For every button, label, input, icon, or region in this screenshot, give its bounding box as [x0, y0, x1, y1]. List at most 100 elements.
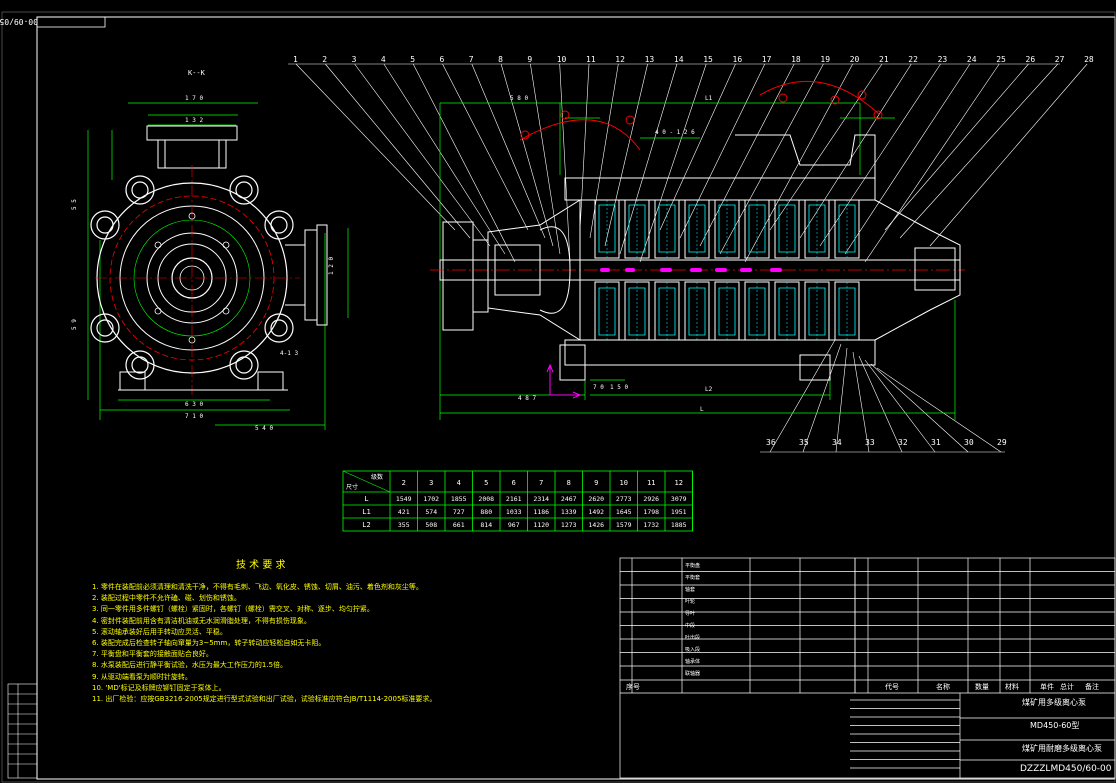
- part-number-bottom: 33: [865, 438, 875, 447]
- table-cell: 880: [480, 508, 492, 516]
- table-cell: 727: [453, 508, 465, 516]
- part-number-top: 11: [586, 55, 596, 64]
- tech-req-item: 6. 装配完成后检查转子轴向窜量为3~5mm，转子转动应轻松自如无卡阻。: [92, 639, 326, 647]
- svg-text:1 7 0: 1 7 0: [185, 95, 203, 102]
- svg-text:1 5 0: 1 5 0: [610, 384, 628, 391]
- part-number-top: 23: [938, 55, 948, 64]
- dim-l2: L2: [705, 386, 713, 393]
- table-cell: 1579: [616, 521, 632, 529]
- part-number-top: 19: [820, 55, 830, 64]
- table-cell: 1273: [561, 521, 577, 529]
- part-number-top: 27: [1055, 55, 1065, 64]
- table-corner-bottom: 尺寸: [346, 483, 358, 491]
- table-cell: 1033: [506, 508, 522, 516]
- bom-item: 导叶: [685, 610, 695, 617]
- part-number-top: 26: [1026, 55, 1036, 64]
- svg-text:5 8 0: 5 8 0: [510, 95, 528, 102]
- table-cell: 1951: [671, 508, 687, 516]
- title-block-header: 备注: [1085, 682, 1099, 691]
- svg-text:1 2 0: 1 2 0: [328, 257, 335, 275]
- table-corner-top: 级数: [371, 473, 383, 481]
- bom-item: 平衡盘: [685, 562, 700, 569]
- table-stage: 2: [402, 479, 406, 487]
- tech-req-item: 7. 平衡盘和平衡套的接触面贴合良好。: [92, 650, 213, 659]
- bom-item: 中段: [685, 622, 695, 629]
- svg-text:4 0 - 1 2 6: 4 0 - 1 2 6: [655, 129, 695, 136]
- section-label: K--K: [188, 69, 206, 77]
- part-number-top: 8: [498, 55, 503, 64]
- part-number-top: 22: [908, 55, 918, 64]
- tech-req-title: 技 术 要 求: [236, 560, 286, 571]
- title-block-header: 代号: [885, 682, 899, 691]
- title-block: 序号代号名称数量材料单件总计备注平衡盘平衡套轴套叶轮导叶中段吐出段吸入段轴承体联…: [619, 557, 1116, 779]
- table-row-name: L1: [362, 508, 370, 516]
- part-number-top: 20: [850, 55, 860, 64]
- title-block-header: 数量: [975, 682, 989, 691]
- table-cell: 1732: [643, 521, 659, 529]
- svg-text:5 5: 5 5: [71, 199, 78, 210]
- part-number-top: 28: [1084, 55, 1094, 64]
- tech-req-item: 10. 'MD'标记及标牌应铆钉固定于泵体上。: [92, 683, 226, 692]
- tb-name: 煤矿用耐磨多级离心泵: [1022, 744, 1102, 753]
- part-number-bottom: 36: [766, 438, 776, 447]
- table-stage: 6: [512, 479, 516, 487]
- table-cell: 2314: [533, 495, 549, 503]
- bom-item: 吸入段: [685, 646, 700, 653]
- table-cell: 2161: [506, 495, 522, 503]
- part-number-bottom: 30: [964, 438, 974, 447]
- part-number-top: 2: [322, 55, 327, 64]
- svg-text:5 4 0: 5 4 0: [255, 425, 273, 432]
- svg-text:5 9: 5 9: [71, 319, 78, 330]
- table-cell: 1120: [533, 521, 549, 529]
- title-block-header: 序号: [626, 682, 640, 691]
- table-stage: 8: [567, 479, 571, 487]
- table-stage: 3: [429, 479, 433, 487]
- bom-item: 轴套: [685, 586, 695, 593]
- bom-item: 轴承体: [685, 658, 700, 665]
- table-stage: 4: [457, 479, 461, 487]
- svg-text:4-1 3: 4-1 3: [280, 350, 298, 357]
- table-row-name: L2: [362, 521, 370, 529]
- table-cell: 1798: [643, 508, 659, 516]
- part-number-top: 1: [293, 55, 298, 64]
- part-number-top: 13: [645, 55, 655, 64]
- tech-req-item: 5. 滚动轴承装好后用手转动应灵活、平稳。: [92, 627, 227, 636]
- part-number-top: 14: [674, 55, 684, 64]
- table-cell: 355: [398, 521, 410, 529]
- tech-req-item: 11. 出厂检验：应按GB3216-2005规定进行型式试验和出厂试验，试验标准…: [92, 695, 437, 703]
- section-view-kk: K--K: [71, 69, 349, 432]
- part-number-top: 10: [557, 55, 567, 64]
- dim-l1: L1: [705, 95, 713, 102]
- tech-req-item: 3. 同一零件用多件螺钉（螺栓）紧固时，各螺钉（螺栓）需交叉、对称、逐步、均匀拧…: [92, 605, 374, 614]
- table-cell: 2008: [478, 495, 494, 503]
- part-number-top: 7: [469, 55, 474, 64]
- table-cell: 1339: [561, 508, 577, 516]
- table-stage: 10: [620, 479, 628, 487]
- table-row-name: L: [364, 495, 368, 503]
- table-cell: 2926: [643, 495, 659, 503]
- tech-req-item: 4. 密封件装配前用含有清洁机油或无水润滑脂处理，不得有损伤现象。: [92, 616, 311, 625]
- part-number-top: 4: [381, 55, 386, 64]
- svg-text:1 3 2: 1 3 2: [185, 117, 203, 124]
- tech-req-item: 1. 零件在装配前必须清理和清洗干净，不得有毛刺、飞边、氧化皮、锈蚀、切屑、油污…: [92, 583, 423, 591]
- part-number-bottom: 29: [997, 438, 1007, 447]
- tb-drawing-no: DZZZLMD450/60-00: [1020, 764, 1112, 774]
- table-cell: 1186: [533, 508, 549, 516]
- part-number-top: 17: [762, 55, 772, 64]
- table-stage: 11: [647, 479, 655, 487]
- title-block-header: 材料: [1005, 682, 1019, 691]
- table-cell: 814: [480, 521, 492, 529]
- table-cell: 421: [398, 508, 410, 516]
- part-number-top: 9: [527, 55, 532, 64]
- part-number-top: 3: [352, 55, 357, 64]
- part-number-top: 25: [996, 55, 1006, 64]
- bom-item: 吐出段: [685, 634, 700, 641]
- table-cell: 967: [508, 521, 520, 529]
- table-stage: 12: [675, 479, 683, 487]
- dim-l: L: [700, 406, 704, 413]
- tech-req-item: 9. 从驱动端看泵为顺时针旋转。: [92, 672, 192, 681]
- part-number-bottom: 31: [931, 438, 941, 447]
